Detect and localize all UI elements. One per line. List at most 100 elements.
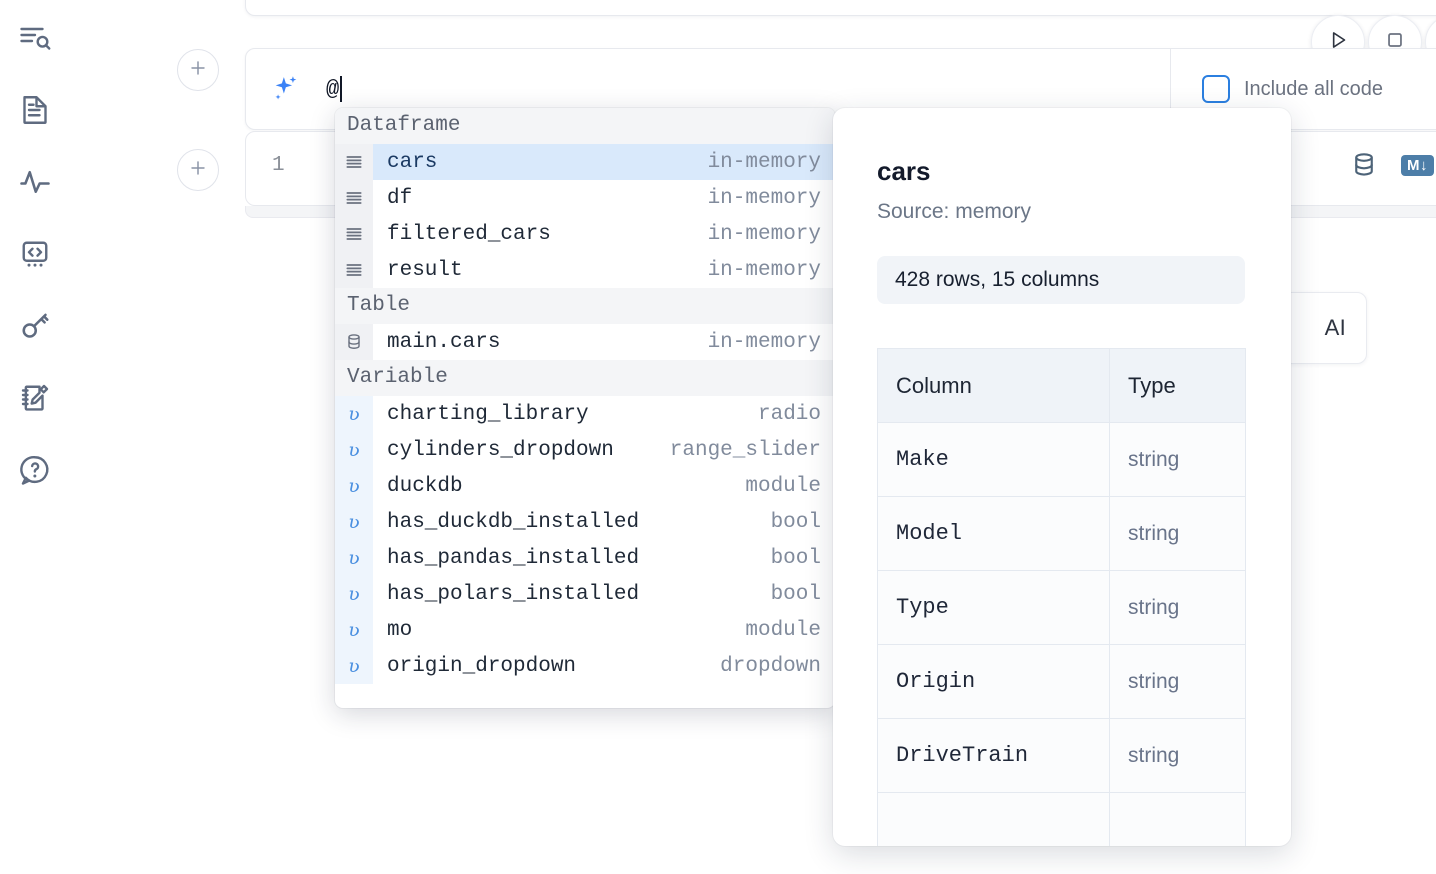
variable-icon: ʋ [335,540,373,576]
ai-prompt-input-area[interactable]: @ [246,49,1171,129]
column-name-cell [877,792,1110,846]
mention-item-type: bool [770,546,821,570]
column-type-cell: string [1109,496,1246,571]
mention-item-name: main.cars [387,330,501,354]
mention-item-name: has_pandas_installed [387,546,640,570]
sidebar-item-activity[interactable] [13,160,57,204]
mention-item[interactable]: result in-memory [335,252,835,288]
mention-item-name: has_polars_installed [387,582,640,606]
dataframe-icon [335,216,373,252]
mention-item-name: result [387,258,463,282]
mention-item-type: dropdown [720,654,821,678]
column-name-cell: Model [877,496,1110,571]
play-icon [1325,27,1351,58]
sidebar-item-outline-search[interactable] [13,16,57,60]
generate-with-ai-label: AI [1324,315,1346,340]
table-row-clipped [877,792,1246,846]
outline-search-icon [17,20,53,56]
mention-item-type: module [745,618,821,642]
mention-item[interactable]: ʋ has_pandas_installed bool [335,540,835,576]
activity-icon [17,164,53,200]
dataframe-icon [335,180,373,216]
table-database-icon [335,324,373,360]
mention-item-name: cars [387,150,438,174]
mention-item[interactable]: ʋ has_polars_installed bool [335,576,835,612]
preview-shape-chip: 428 rows, 15 columns [877,256,1245,304]
column-name-cell: Make [877,422,1110,497]
mention-item-name: has_duckdb_installed [387,510,640,534]
help-chat-icon [17,452,53,488]
mention-item-name: mo [387,618,413,642]
preview-source: Source: memory [877,200,1032,223]
sidebar-item-secrets[interactable] [13,304,57,348]
markdown-badge[interactable]: M↓ [1401,154,1434,176]
dataframe-icon [335,144,373,180]
variable-icon: ʋ [335,576,373,612]
mention-item-type: in-memory [707,330,821,354]
ai-prompt-input[interactable]: @ [326,76,343,102]
mention-item-type: module [745,474,821,498]
mention-item-type: in-memory [707,222,821,246]
sidebar-item-snippets[interactable] [13,232,57,276]
mention-item-name: filtered_cars [387,222,551,246]
mention-group-header: Table [335,288,835,324]
text-caret [340,76,343,102]
variable-icon: ʋ [335,468,373,504]
dataframe-icon [335,252,373,288]
table-header-cell: Type [1109,348,1246,423]
sidebar-item-scratchpad[interactable] [13,376,57,420]
ai-prompt-value: @ [326,76,340,102]
mention-item-type: bool [770,510,821,534]
stop-square-icon [1382,27,1408,58]
mention-item-type: bool [770,582,821,606]
column-name-cell: Type [877,570,1110,645]
variable-icon: ʋ [335,432,373,468]
mention-item[interactable]: cars in-memory [335,144,835,180]
mention-item-name: df [387,186,413,210]
column-type-cell: string [1109,422,1246,497]
column-type-cell: string [1109,718,1246,793]
key-icon [17,308,53,344]
plus-icon [187,57,209,83]
sparkle-icon [268,72,302,106]
mention-item-name: charting_library [387,402,589,426]
variable-icon: ʋ [335,396,373,432]
mention-item-type: range_slider [669,438,821,462]
add-cell-below-button[interactable] [177,149,219,191]
sidebar-item-file[interactable] [13,88,57,132]
add-cell-above-button[interactable] [177,49,219,91]
variable-icon: ʋ [335,612,373,648]
mention-item-type: in-memory [707,150,821,174]
table-header-cell: Column [877,348,1110,423]
mention-item[interactable]: main.cars in-memory [335,324,835,360]
mention-group-header: Dataframe [335,108,835,144]
mention-group-body: main.cars in-memory [335,324,835,360]
database-icon[interactable] [1349,150,1379,180]
column-type-cell [1109,792,1246,846]
column-name-cell: Origin [877,644,1110,719]
code-snippet-icon [17,236,53,272]
sidebar-item-help[interactable] [13,448,57,492]
column-type-cell: string [1109,644,1246,719]
include-all-code-checkbox[interactable] [1202,75,1230,103]
mention-item-name: duckdb [387,474,463,498]
mention-item[interactable]: filtered_cars in-memory [335,216,835,252]
include-all-code-row: Include all code [1172,49,1436,129]
left-icon-rail [0,0,70,874]
dataframe-preview-panel: cars Source: memory 428 rows, 15 columns… [833,108,1291,846]
mention-item-type: in-memory [707,258,821,282]
